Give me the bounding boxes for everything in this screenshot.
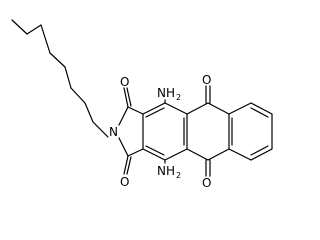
- quinone-top-left-bond: [186, 102, 209, 115]
- central-ring-top-left-bond: [142, 102, 166, 115]
- benzo-ring: [228, 102, 273, 161]
- chain-bond-1: [11, 19, 28, 35]
- imide-co-bottom-bond-a: [123, 155, 129, 175]
- benzo-top-left-bond: [228, 102, 252, 115]
- carbonyl-top-to-ring-bond: [127, 106, 144, 115]
- quinone-bottom-right-bond: [207, 148, 230, 161]
- n-to-carbonyl-bottom-bond: [118, 137, 129, 157]
- benzo-bottom-right-inner: [250, 145, 269, 156]
- central-ring-top-right-bond: [164, 102, 188, 115]
- n-to-carbonyl-top-bond: [118, 106, 129, 126]
- central-ring-bottom-right-bond: [164, 148, 188, 161]
- chain-bond-8: [92, 121, 109, 138]
- chain-bond-6: [70, 87, 86, 104]
- amine-bottom-main: NH: [157, 164, 175, 178]
- chain-bond-2: [26, 24, 42, 35]
- amine-top-main: NH: [157, 86, 175, 100]
- quinone-bottom-left-bond: [186, 148, 209, 161]
- carbonyl-bottom-to-ring-bond: [127, 148, 144, 157]
- central-ring: [142, 99, 188, 164]
- benzo-bottom-right-bond: [250, 148, 273, 161]
- central-ring-top-left-inner: [145, 107, 165, 118]
- imide-oxygen-top-label: O: [120, 75, 129, 89]
- benzo-bottom-left-bond: [228, 148, 252, 161]
- chain-bond-3: [40, 24, 51, 54]
- quinone-oxygen-bottom-label: O: [202, 176, 211, 190]
- benzo-top-right-inner: [250, 107, 269, 118]
- benzo-top-right-bond: [250, 102, 273, 115]
- imide-nitrogen-label: N: [109, 125, 118, 139]
- imide-co-top-bond-b: [126, 87, 132, 107]
- amine-top-subscript: 2: [176, 93, 181, 102]
- imide-oxygen-bottom-label: O: [120, 175, 129, 189]
- amine-top-label: NH 2: [157, 86, 181, 102]
- imide-co-bottom-bond-b: [126, 156, 132, 175]
- quinone-oxygen-top-label: O: [202, 73, 211, 87]
- octyl-chain: [11, 19, 109, 138]
- amine-bottom-label: NH 2: [157, 164, 181, 180]
- quinone-top-right-bond: [207, 102, 230, 115]
- chain-bond-5: [64, 66, 72, 89]
- molecule-structure: N O O O O NH 2 NH 2: [11, 19, 273, 190]
- amine-bottom-subscript: 2: [176, 171, 181, 180]
- quinone-ring: [186, 85, 230, 177]
- imide-co-top-bond-a: [123, 87, 129, 108]
- central-ring-bottom-left-bond: [142, 148, 166, 161]
- chain-bond-4: [49, 52, 66, 68]
- chain-bond-7: [84, 102, 94, 123]
- imide-ring: [118, 87, 144, 175]
- central-ring-bottom-left-inner: [145, 145, 165, 156]
